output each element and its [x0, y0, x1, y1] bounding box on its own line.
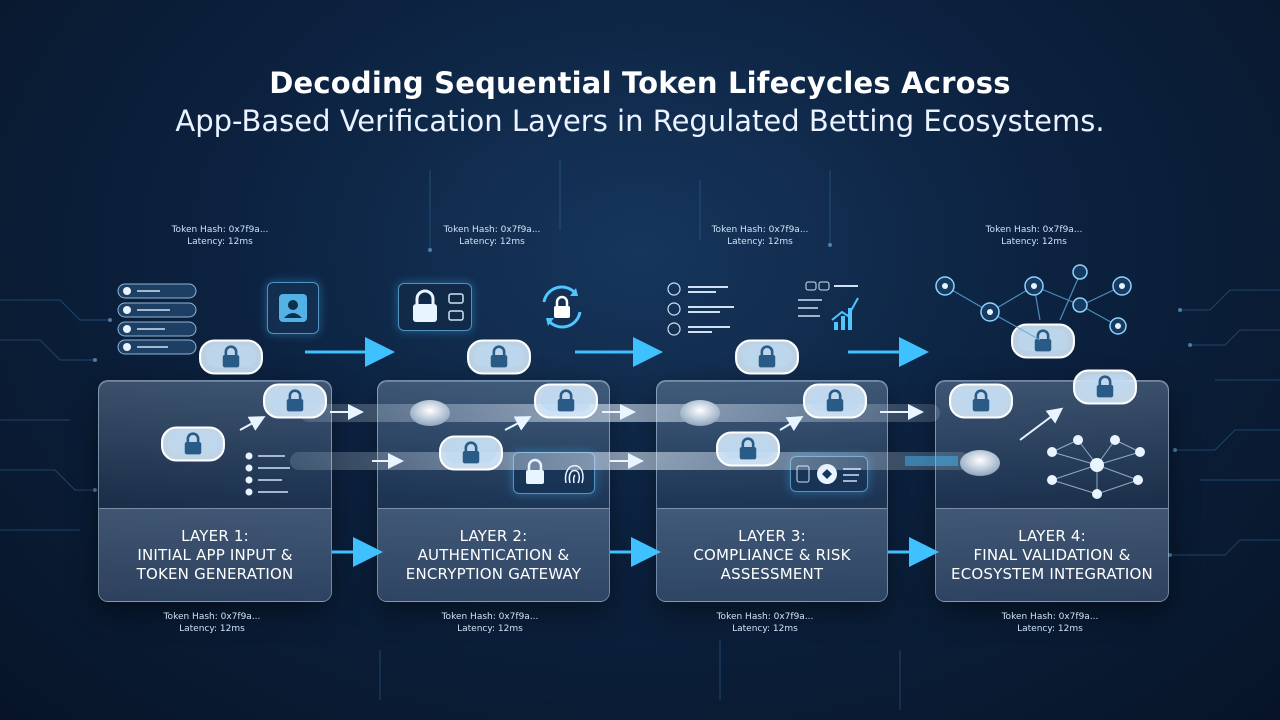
- layer-2-label-panel: LAYER 2: AUTHENTICATION & ENCRYPTION GAT…: [378, 508, 609, 601]
- layer-1-title-a: INITIAL APP INPUT &: [137, 545, 293, 564]
- layer-2-title-b: ENCRYPTION GATEWAY: [405, 564, 582, 583]
- latency-label: Latency: 12ms: [1001, 237, 1067, 247]
- layer-4-title-b: ECOSYSTEM INTEGRATION: [951, 564, 1153, 583]
- auth-lock-panel: [398, 283, 472, 331]
- token-hash-label: Token Hash: 0x7f9a...: [985, 225, 1083, 235]
- layer-1-number: LAYER 1:: [181, 526, 249, 545]
- layer-1-top-meta: Token Hash: 0x7f9a... Latency: 12ms: [120, 224, 320, 248]
- latency-label: Latency: 12ms: [179, 624, 245, 634]
- analytics-chart-icon: [792, 278, 864, 340]
- layer-2-top-meta: Token Hash: 0x7f9a... Latency: 12ms: [392, 224, 592, 248]
- layer-4-title-a: FINAL VALIDATION &: [973, 545, 1131, 564]
- token-hash-label: Token Hash: 0x7f9a...: [163, 612, 261, 622]
- user-profile-panel: [267, 282, 319, 334]
- latency-label: Latency: 12ms: [187, 237, 253, 247]
- layer-1-field-list: [245, 452, 290, 496]
- token-hash-label: Token Hash: 0x7f9a...: [443, 225, 541, 235]
- layer-1-bottom-meta: Token Hash: 0x7f9a... Latency: 12ms: [112, 611, 312, 635]
- latency-label: Latency: 12ms: [457, 624, 523, 634]
- latency-label: Latency: 12ms: [727, 237, 793, 247]
- sync-lock-icon: [536, 282, 588, 336]
- latency-label: Latency: 12ms: [1017, 624, 1083, 634]
- app-input-list: [117, 283, 197, 355]
- layer-3-bottom-meta: Token Hash: 0x7f9a... Latency: 12ms: [665, 611, 865, 635]
- layer-3-title-a: COMPLIANCE & RISK: [693, 545, 851, 564]
- layer-3-title-b: ASSESSMENT: [720, 564, 824, 583]
- layer-3-label-panel: LAYER 3: COMPLIANCE & RISK ASSESSMENT: [657, 508, 887, 601]
- token-hash-label: Token Hash: 0x7f9a...: [441, 612, 539, 622]
- connector-discs: [410, 400, 1000, 476]
- diagram-title-line-2: App-Based Verification Layers in Regulat…: [175, 104, 1105, 138]
- layer-4-top-meta: Token Hash: 0x7f9a... Latency: 12ms: [934, 224, 1134, 248]
- layer-1-title-b: TOKEN GENERATION: [136, 564, 294, 583]
- padlock-icon: [413, 289, 464, 322]
- inner-arrows: [239, 404, 1064, 469]
- layer-4-number: LAYER 4:: [1018, 526, 1086, 545]
- layer-2-title-a: AUTHENTICATION &: [417, 545, 570, 564]
- lock-token-icons: [160, 323, 1138, 471]
- layer-2-bottom-meta: Token Hash: 0x7f9a... Latency: 12ms: [390, 611, 590, 635]
- layer-2-number: LAYER 2:: [459, 526, 528, 545]
- token-hash-label: Token Hash: 0x7f9a...: [1001, 612, 1099, 622]
- layer-3-number: LAYER 3:: [738, 526, 806, 545]
- token-hash-label: Token Hash: 0x7f9a...: [711, 225, 809, 235]
- user-profile-icon: [279, 294, 307, 322]
- layer-4-bottom-meta: Token Hash: 0x7f9a... Latency: 12ms: [950, 611, 1150, 635]
- layer-4-label-panel: LAYER 4: FINAL VALIDATION & ECOSYSTEM IN…: [936, 508, 1168, 601]
- compliance-profile-list: [667, 282, 734, 336]
- token-hash-label: Token Hash: 0x7f9a...: [716, 612, 814, 622]
- ecosystem-network-icon: [1047, 435, 1145, 499]
- network-graph-icon: [935, 264, 1132, 341]
- layer-3-top-meta: Token Hash: 0x7f9a... Latency: 12ms: [660, 224, 860, 248]
- token-hash-label: Token Hash: 0x7f9a...: [171, 225, 269, 235]
- latency-label: Latency: 12ms: [459, 237, 525, 247]
- diagram-title-line-1: Decoding Sequential Token Lifecycles Acr…: [269, 66, 1011, 100]
- layer-1-label-panel: LAYER 1: INITIAL APP INPUT & TOKEN GENER…: [99, 508, 331, 601]
- latency-label: Latency: 12ms: [732, 624, 798, 634]
- layer-arrows: [305, 337, 939, 567]
